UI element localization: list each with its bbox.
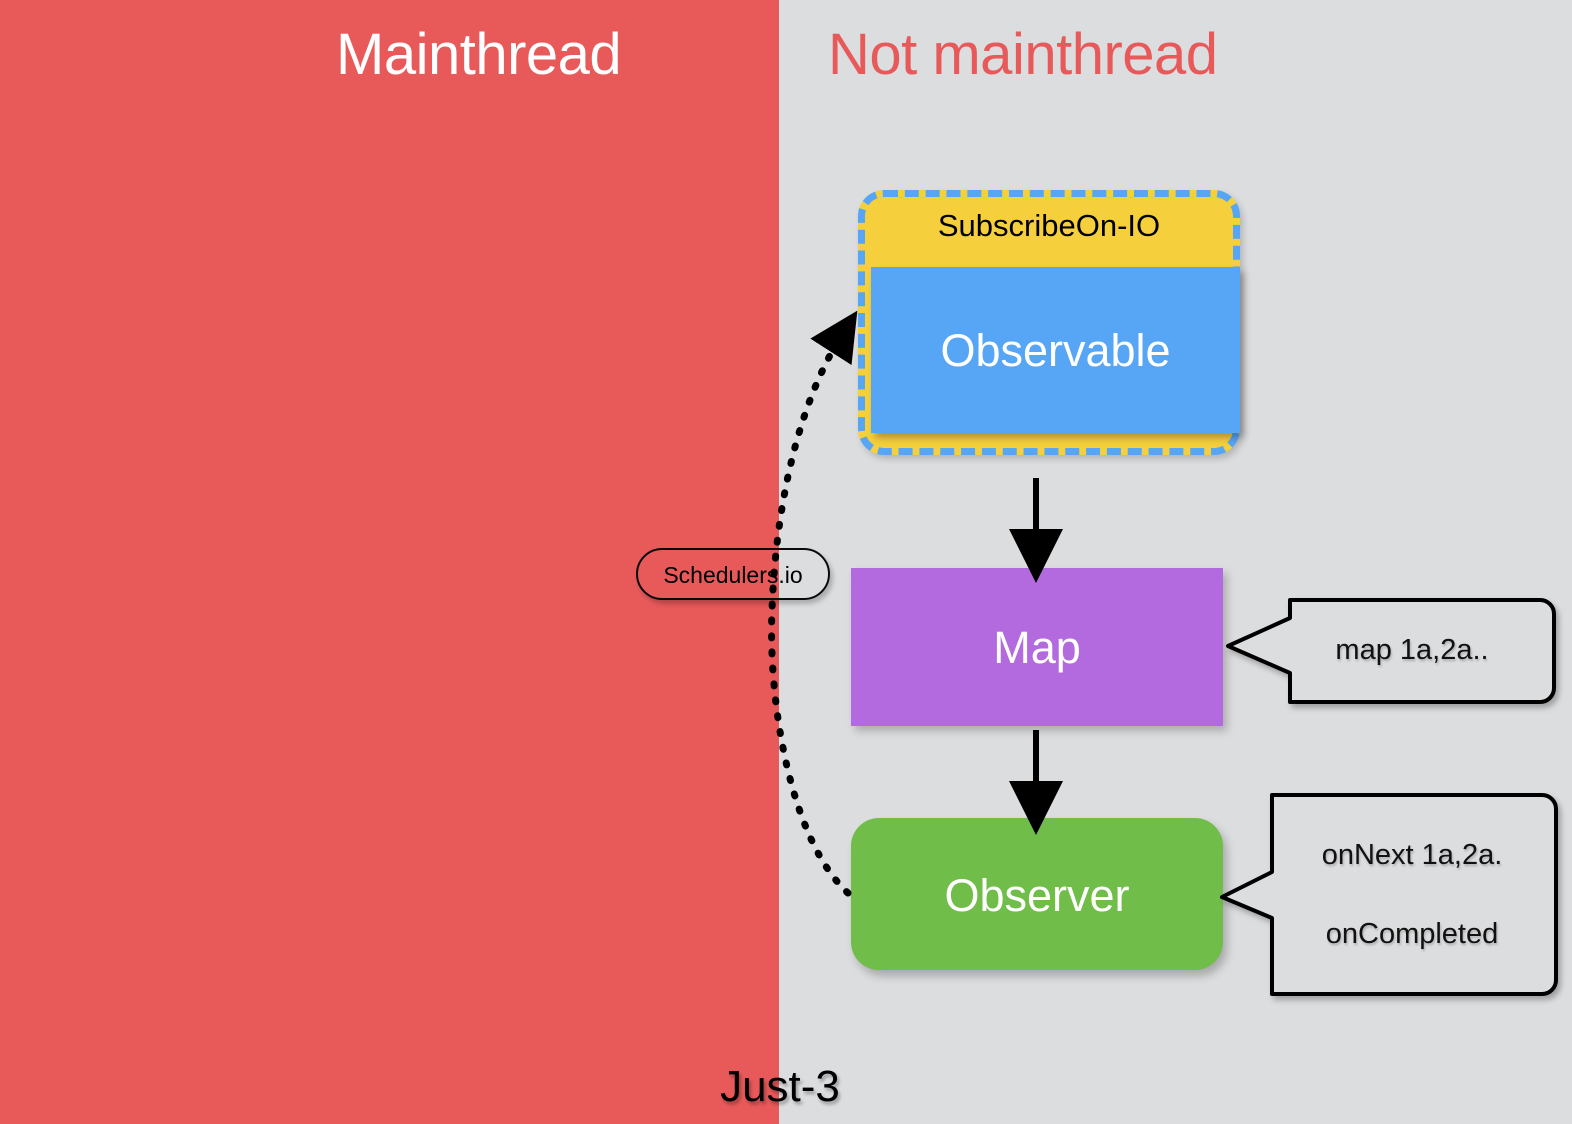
callout-observer-onnext-text: onNext 1a,2a. [1321,839,1503,871]
schedulers-io-label: Schedulers.io [663,562,803,588]
observer-label: Observer [944,870,1130,921]
heading-not-mainthread: Not mainthread [828,22,1218,87]
observable-label: Observable [940,325,1171,376]
map-label: Map [993,622,1081,673]
heading-mainthread: Mainthread [336,22,622,87]
callout-map-text: map 1a,2a.. [1335,634,1489,666]
callout-observer-oncompleted-text: onCompleted [1325,918,1499,950]
observer-box[interactable] [851,818,1223,970]
subscribe-on-io-label: SubscribeOn-IO [937,208,1161,243]
observable-box[interactable] [871,267,1240,433]
map-box[interactable] [851,568,1223,726]
caption-just-3: Just-3 [720,1062,840,1111]
